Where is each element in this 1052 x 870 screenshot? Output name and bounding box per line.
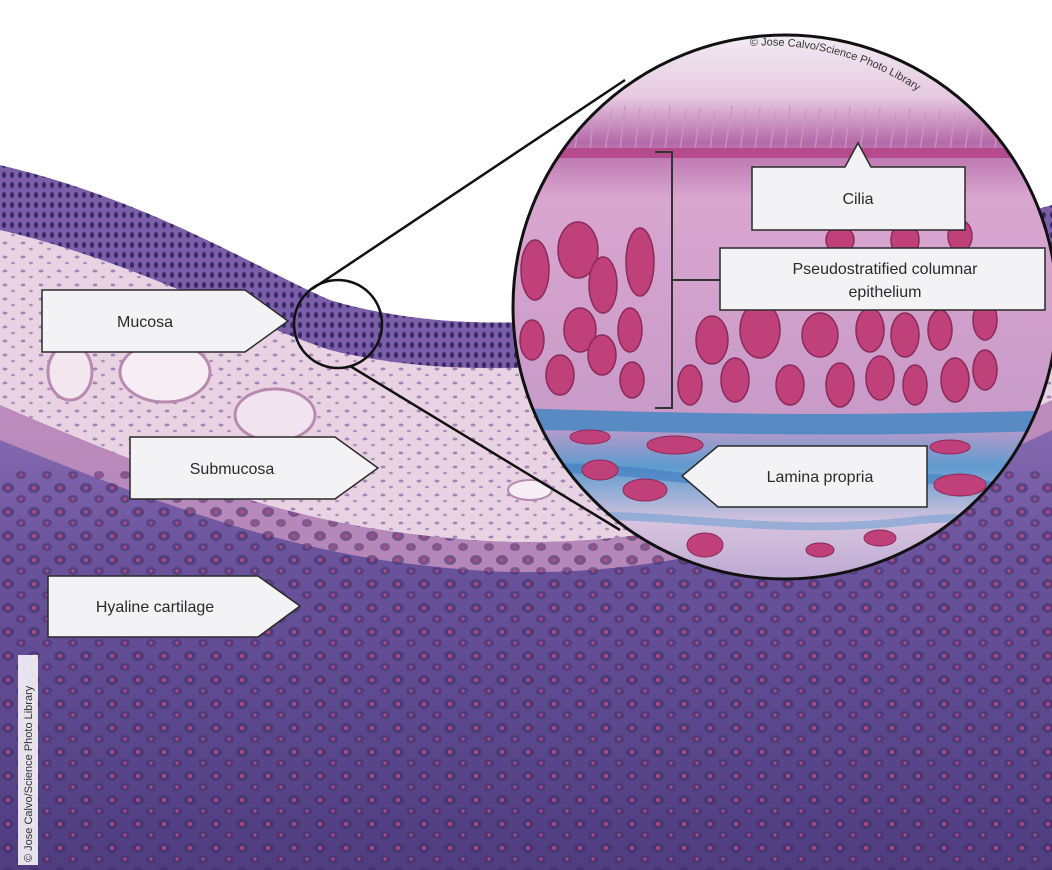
connector-line (349, 364, 621, 532)
photo-credit-side: © Jose Calvo/Science Photo Library (18, 655, 38, 865)
gland (507, 479, 553, 501)
connector-line (311, 78, 626, 291)
svg-text:© Jose Calvo/Science Photo Lib: © Jose Calvo/Science Photo Library (23, 685, 35, 862)
stromal-nuclei (569, 429, 987, 558)
gland (233, 387, 317, 443)
lamina-propria-callout: Lamina propria (680, 445, 928, 508)
magnify-source-circle (292, 278, 384, 370)
hyaline-cartilage-callout: Hyaline cartilage (47, 575, 302, 638)
cilia-label: Cilia (842, 191, 873, 208)
submucosa-label: Submucosa (190, 461, 275, 478)
pseudostratified-label-line2: epithelium (849, 284, 922, 301)
magnified-view-border (511, 33, 1052, 581)
pseudostratified-label-line1: Pseudostratified columnar (793, 261, 979, 278)
pseudostratified-callout: Pseudostratified columnar epithelium (719, 247, 1046, 311)
lamina-propria-label: Lamina propria (767, 469, 874, 486)
cilia-callout: Cilia (751, 141, 966, 231)
submucosa-callout: Submucosa (129, 436, 380, 500)
hyaline-cartilage-label: Hyaline cartilage (96, 599, 214, 616)
basement-membrane (513, 408, 1052, 435)
mucosa-label: Mucosa (117, 314, 173, 331)
mucosa-callout: Mucosa (41, 289, 290, 353)
epithelium-bracket (655, 151, 720, 409)
